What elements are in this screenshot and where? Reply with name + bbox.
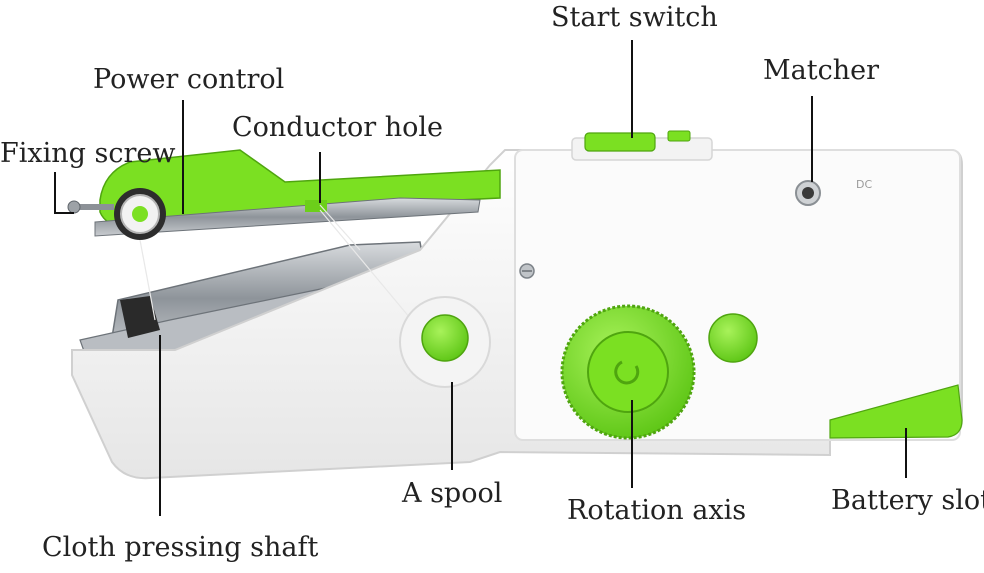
label-start-switch: Start switch bbox=[551, 2, 718, 33]
label-power-control: Power control bbox=[93, 64, 285, 95]
label-matcher: Matcher bbox=[763, 55, 879, 86]
dc-mark: DC bbox=[856, 178, 872, 191]
leader-fixing-screw bbox=[54, 172, 74, 214]
rotation-axis-dial bbox=[560, 304, 696, 440]
start-switch-button bbox=[584, 130, 691, 152]
leader-lines bbox=[54, 40, 907, 516]
upper-arm bbox=[94, 149, 501, 237]
small-green-button bbox=[708, 313, 758, 363]
thread bbox=[139, 204, 421, 331]
label-battery-slot: Battery slot bbox=[831, 485, 984, 516]
spool bbox=[399, 296, 491, 388]
dc-port: DC bbox=[795, 178, 872, 206]
presser-foot-assembly bbox=[79, 241, 426, 369]
label-rotation-axis: Rotation axis bbox=[567, 495, 747, 526]
label-spool: A spool bbox=[402, 478, 503, 509]
label-fixing-screw: Fixing screw bbox=[0, 138, 176, 169]
battery-slot-strip bbox=[829, 384, 963, 439]
label-conductor-hole: Conductor hole bbox=[232, 112, 443, 143]
power-control-wheel bbox=[114, 188, 166, 240]
label-cloth-pressing-shaft: Cloth pressing shaft bbox=[42, 532, 319, 563]
